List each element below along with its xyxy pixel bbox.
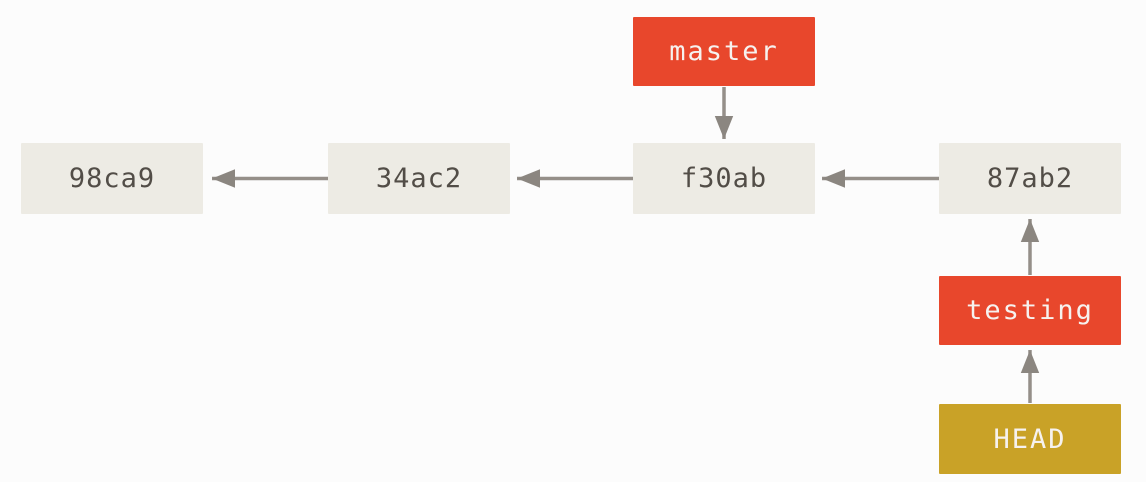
- head-pointer-label: HEAD: [939, 404, 1121, 474]
- commit-node-87ab2: 87ab2: [939, 143, 1121, 214]
- commit-node-34ac2: 34ac2: [328, 143, 510, 214]
- commit-node-f30ab: f30ab: [633, 143, 815, 214]
- commit-node-98ca9: 98ca9: [21, 143, 203, 214]
- branch-label-testing: testing: [939, 276, 1121, 345]
- branch-label-master: master: [633, 17, 815, 86]
